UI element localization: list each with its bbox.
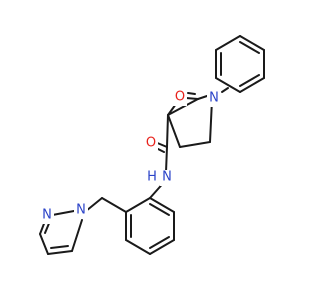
atom-label-o-amide: O	[144, 136, 158, 152]
svg-text:H: H	[147, 170, 157, 185]
benzene-ring	[125, 197, 175, 255]
atom-label-o-lactam: O	[173, 90, 187, 106]
atom-label-n-ring: N	[207, 91, 221, 107]
atom-label-h-amide: H	[146, 170, 159, 186]
phenyl-ring	[215, 35, 265, 93]
molecule-structure: O N O N H N N	[39, 35, 265, 255]
atom-label-n-amide: N	[160, 170, 174, 186]
svg-text:O: O	[146, 136, 156, 151]
atom-label-n-pyrazole-2: N	[40, 208, 54, 224]
methylene-bridge	[85, 197, 127, 213]
svg-text:N: N	[42, 208, 52, 223]
svg-text:N: N	[162, 170, 172, 185]
svg-text:N: N	[76, 203, 86, 218]
svg-text:O: O	[175, 90, 185, 105]
lactam-carbonyl	[185, 92, 199, 100]
svg-text:N: N	[209, 91, 219, 106]
atom-label-n-pyrazole-1: N	[74, 203, 88, 219]
